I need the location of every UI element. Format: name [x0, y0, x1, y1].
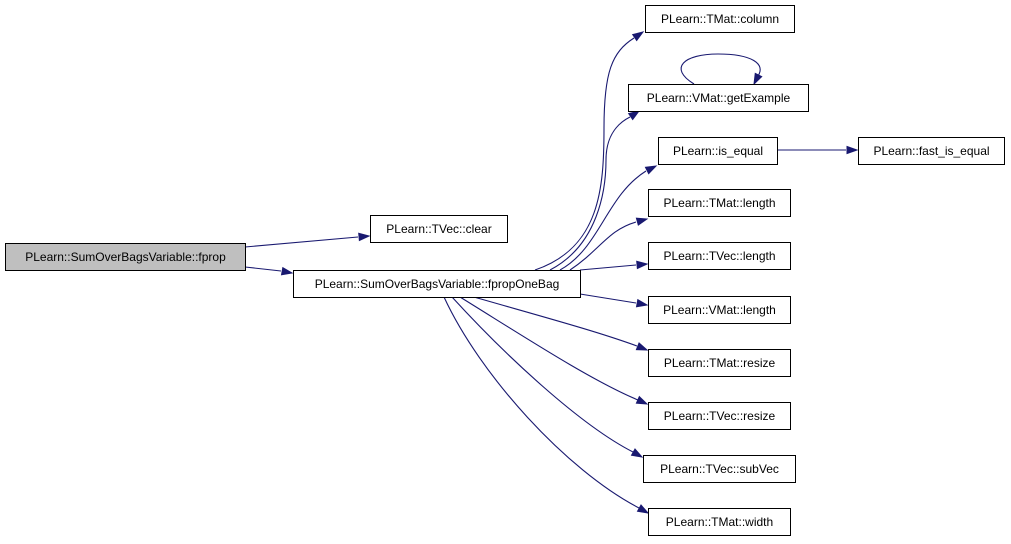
arrow-head [846, 145, 859, 155]
node-box [648, 508, 791, 536]
edge-fpropOneBag-to-vmat_getExample [549, 110, 641, 271]
arrow-head [635, 342, 649, 351]
edge-line [473, 296, 638, 347]
edge-fprop-to-tvec_clear [244, 232, 371, 248]
node-box [370, 215, 508, 243]
node-box [293, 270, 581, 298]
edge-line [459, 296, 639, 401]
edge-line [569, 221, 637, 271]
node-label: PLearn::is_equal [673, 144, 763, 158]
edge-is_equal-to-fast_is_equal [777, 145, 859, 155]
node-box [645, 5, 795, 33]
edge-line [534, 37, 635, 271]
arrow-head [280, 266, 294, 276]
edge-fpropOneBag-to-tmat_column [534, 31, 645, 271]
edge-fpropOneBag-to-tmat_length [569, 217, 649, 271]
node-label: PLearn::SumOverBagsVariable::fpropOneBag [315, 277, 560, 291]
node-box [5, 243, 246, 271]
edge-fpropOneBag-to-tmat_resize [473, 296, 649, 351]
edge-line [579, 264, 637, 271]
arrow-head [358, 232, 371, 242]
arrow-head [753, 72, 763, 86]
edge-line [451, 296, 634, 453]
edge-line [559, 170, 647, 271]
node-tmat-column[interactable]: PLearn::TMat::column [645, 5, 795, 33]
node-fast-is-equal[interactable]: PLearn::fast_is_equal [858, 137, 1005, 165]
node-label: PLearn::TVec::clear [386, 222, 491, 236]
node-box [648, 402, 791, 430]
node-label: PLearn::SumOverBagsVariable::fprop [25, 250, 226, 264]
node-tvec-resize[interactable]: PLearn::TVec::resize [648, 402, 791, 430]
node-label: PLearn::fast_is_equal [873, 144, 989, 158]
arrow-head [627, 110, 641, 121]
node-label: PLearn::TMat::length [663, 196, 775, 210]
arrow-head [635, 298, 649, 308]
edge-line [549, 116, 631, 271]
edge-fpropOneBag-to-tmat_width [443, 296, 650, 514]
arrow-head [635, 395, 649, 405]
node-label: PLearn::VMat::length [663, 303, 776, 317]
node-fpropOneBag[interactable]: PLearn::SumOverBagsVariable::fpropOneBag [293, 270, 581, 298]
edge-fprop-to-fpropOneBag [244, 266, 294, 276]
arrow-head [631, 31, 645, 42]
node-tmat-width[interactable]: PLearn::TMat::width [648, 508, 791, 536]
node-label: PLearn::TMat::resize [664, 356, 776, 370]
node-is-equal[interactable]: PLearn::is_equal [658, 137, 778, 165]
node-box [858, 137, 1005, 165]
edge-fpropOneBag-to-vmat_length [579, 293, 649, 308]
arrow-head [644, 165, 658, 175]
node-label: PLearn::TVec::resize [664, 409, 776, 423]
node-tvec-length[interactable]: PLearn::TVec::length [648, 242, 791, 270]
node-box [643, 455, 796, 483]
edge-line [443, 296, 640, 509]
edge-fpropOneBag-to-is_equal [559, 165, 658, 271]
node-tvec-subVec[interactable]: PLearn::TVec::subVec [643, 455, 796, 483]
node-tmat-length[interactable]: PLearn::TMat::length [648, 189, 791, 217]
node-box [658, 137, 778, 165]
arrow-head [636, 504, 650, 514]
node-vmat-length[interactable]: PLearn::VMat::length [648, 296, 791, 324]
node-tmat-resize[interactable]: PLearn::TMat::resize [648, 349, 791, 377]
arrow-head [635, 217, 649, 226]
node-box [648, 349, 791, 377]
arrow-head [630, 448, 644, 458]
node-box [628, 84, 809, 112]
node-vmat-getExample[interactable]: PLearn::VMat::getExample [628, 84, 809, 112]
edge-line [244, 236, 359, 248]
node-label: PLearn::TMat::width [666, 515, 773, 529]
node-fprop[interactable]: PLearn::SumOverBagsVariable::fprop [5, 243, 246, 271]
nodes-layer: PLearn::SumOverBagsVariable::fpropPLearn… [5, 5, 1005, 536]
node-box [648, 242, 791, 270]
node-tvec-clear[interactable]: PLearn::TVec::clear [370, 215, 508, 243]
edge-line [579, 293, 637, 304]
edge-line [244, 266, 282, 272]
node-label: PLearn::VMat::getExample [647, 91, 791, 105]
edge-vmat_getExample-to-vmat_getExample [680, 53, 763, 86]
node-label: PLearn::TVec::length [663, 249, 775, 263]
edge-fpropOneBag-to-tvec_subVec [451, 296, 644, 458]
edge-line [680, 53, 761, 85]
node-box [648, 189, 791, 217]
node-label: PLearn::TVec::subVec [660, 462, 779, 476]
arrow-head [636, 260, 649, 270]
edges-layer [244, 31, 859, 514]
edge-fpropOneBag-to-tvec_length [579, 260, 649, 271]
node-box [648, 296, 791, 324]
edge-fpropOneBag-to-tvec_resize [459, 296, 649, 405]
node-label: PLearn::TMat::column [661, 12, 779, 26]
